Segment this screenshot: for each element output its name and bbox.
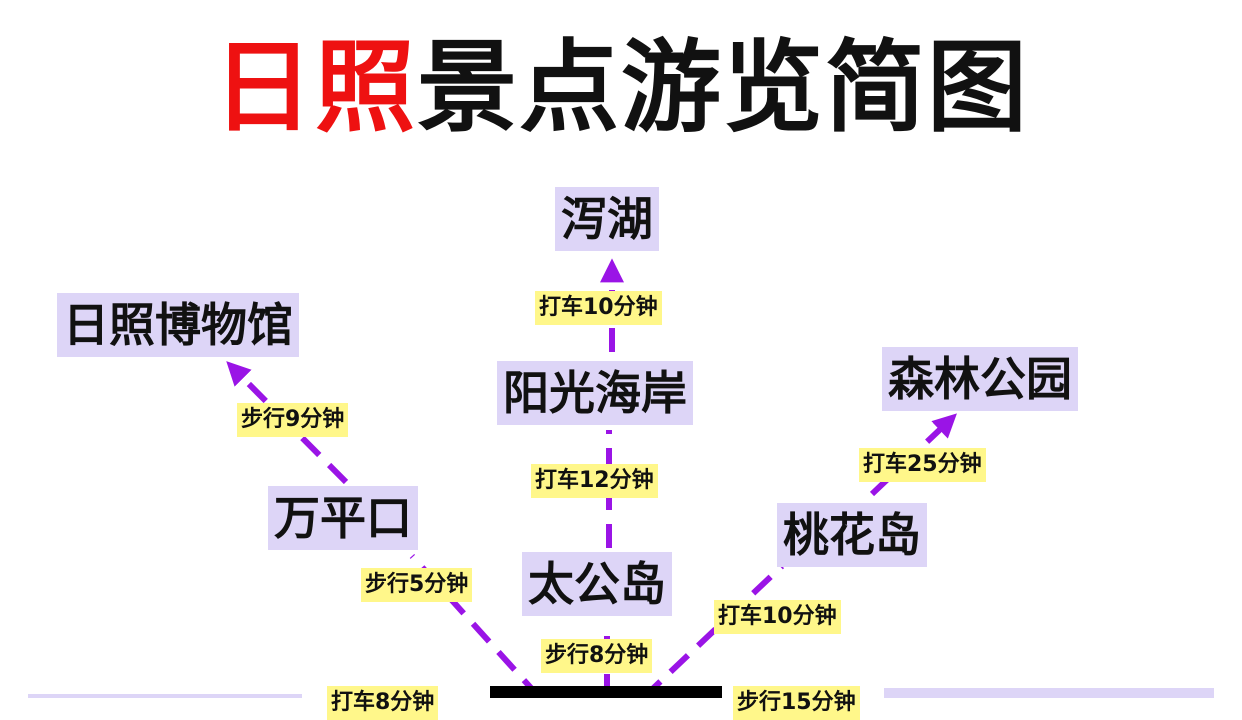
route-label-to-museum: 步行9分钟 xyxy=(237,403,349,437)
place-sunshine-coast: 阳光海岸 xyxy=(497,361,693,425)
route-label-bottom-right: 步行15分钟 xyxy=(733,686,860,720)
title-city: 日照 xyxy=(213,29,417,146)
route-label-to-wanpingkou: 步行5分钟 xyxy=(361,568,473,602)
place-taohua-island: 桃花岛 xyxy=(777,503,927,567)
place-bottom-left-partial xyxy=(28,694,302,698)
route-label-to-taohua: 打车10分钟 xyxy=(714,600,841,634)
place-bottom-right-partial xyxy=(884,688,1214,698)
route-label-to-sunshine: 打车12分钟 xyxy=(531,464,658,498)
place-museum: 日照博物馆 xyxy=(57,293,299,357)
place-xiehu: 泻湖 xyxy=(555,187,659,251)
place-taigong-island: 太公岛 xyxy=(522,552,672,616)
route-label-bottom-left: 打车8分钟 xyxy=(327,686,439,720)
place-wanpingkou: 万平口 xyxy=(268,486,418,550)
route-line-hub-taohua xyxy=(640,563,785,698)
title-rest: 景点游览简图 xyxy=(417,29,1029,146)
place-forest-park: 森林公园 xyxy=(882,347,1078,411)
route-label-to-forest: 打车25分钟 xyxy=(859,448,986,482)
route-label-to-xiehu: 打车10分钟 xyxy=(535,291,662,325)
page-title: 日照景点游览简图 xyxy=(0,28,1242,148)
hub-bottom-partial xyxy=(490,686,722,698)
route-label-to-taigong: 步行8分钟 xyxy=(541,639,653,673)
